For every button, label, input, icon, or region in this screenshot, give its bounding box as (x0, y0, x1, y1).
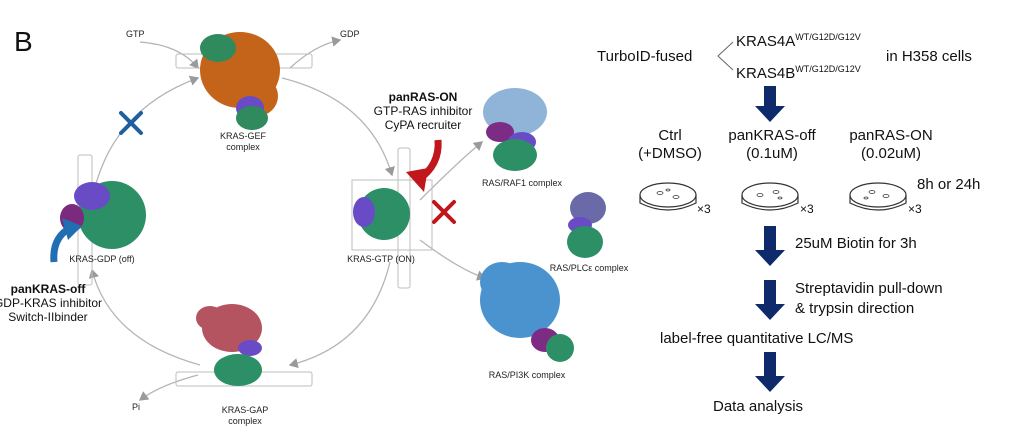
pankras-off-arrow-icon (50, 218, 82, 263)
condition-panras-on-line2: (0.02uM) (860, 145, 922, 162)
step-lcms: label-free quantitative LC/MS (660, 330, 854, 347)
cell-line-label: in H358 cells (886, 48, 972, 65)
ras-plce-structure (567, 192, 606, 258)
turboid-fused-label: TurboID-fused (597, 48, 693, 65)
kras4a-variants: WT/G12D/G12V (795, 32, 861, 42)
kras-gef-line1: KRAS-GEF (219, 131, 267, 141)
pi-label: Pi (132, 402, 141, 412)
ras-pi3k-structure (480, 262, 574, 362)
condition-pankras-off-line1: panKRAS-off (728, 127, 816, 144)
blocked-x-red-icon (432, 200, 456, 224)
ras-raf1-structure (483, 88, 547, 171)
kras-gef-label: KRAS-GEF complex (220, 131, 266, 153)
blocked-x-blue-icon (119, 111, 143, 135)
kras-gap-structure (196, 304, 262, 386)
kras-gap-line2: complex (228, 416, 262, 426)
kras-gtp-label: KRAS-GTP (ON) (347, 254, 415, 264)
workflow-arrow-4 (755, 352, 785, 392)
cycle-arrows (88, 36, 487, 401)
replicates-ctrl: ×3 (697, 202, 711, 216)
kras-gdp-structure (60, 181, 146, 249)
kras4b-name: KRAS4B (736, 65, 796, 82)
pankras-off-description: panKRAS-off GDP-KRAS inhibitor Switch-II… (0, 282, 102, 324)
step-pulldown-line1: Streptavidin pull-down (795, 280, 943, 297)
petri-dish-pankras-off (741, 182, 799, 211)
replicates-panras-on: ×3 (908, 202, 922, 216)
arrow-gtp-to-gap (288, 261, 391, 369)
condition-panras-on: panRAS-ON (0.02uM) (849, 127, 932, 163)
pankras-off-line1: GDP-KRAS inhibitor (0, 296, 103, 310)
arrow-to-raf1 (419, 141, 484, 201)
kras-gap-label: KRAS-GAP complex (222, 405, 269, 427)
condition-ctrl-line1: Ctrl (658, 127, 682, 144)
workflow-arrow-3 (755, 280, 785, 320)
gtp-label: GTP (126, 29, 145, 39)
panras-on-line1: GTP-RAS inhibitor (373, 104, 473, 118)
kras4b-label: KRAS4BWT/G12D/G12V (736, 64, 861, 82)
condition-pankras-off: panKRAS-off (0.1uM) (728, 127, 815, 163)
gdp-label: GDP (340, 29, 360, 39)
arrow-to-pi3k (419, 239, 487, 281)
petri-dish-panras-on (849, 182, 907, 211)
workflow-arrow-2 (755, 226, 785, 266)
isoform-bracket (717, 41, 734, 71)
arrow-pi-out (138, 374, 199, 401)
step-biotin: 25uM Biotin for 3h (795, 235, 917, 252)
panras-on-description: panRAS-ON GTP-RAS inhibitor CyPA recruit… (374, 90, 473, 132)
kras4b-variants: WT/G12D/G12V (795, 64, 861, 74)
workflow-arrows (755, 86, 785, 392)
arrow-gef-to-gtp (281, 77, 395, 177)
panras-on-name: panRAS-ON (388, 90, 458, 104)
pankras-off-line2: Switch-IIbinder (8, 310, 88, 324)
plce-complex-label: RAS/PLCε complex (549, 263, 629, 273)
pankras-off-name: panKRAS-off (10, 282, 86, 296)
kras4a-name: KRAS4A (736, 33, 796, 50)
kras-gef-structure (200, 32, 280, 130)
pi3k-complex-label: RAS/PI3K complex (488, 370, 566, 380)
treatment-time: 8h or 24h (917, 176, 981, 193)
petri-dish-ctrl (639, 182, 697, 211)
workflow-arrow-1 (755, 86, 785, 122)
kras-gap-line1: KRAS-GAP (221, 405, 269, 415)
arrow-gap-to-gdp (88, 268, 201, 366)
step-data-analysis: Data analysis (713, 398, 804, 415)
panras-on-arrow-icon (406, 139, 442, 192)
condition-panras-on-line1: panRAS-ON (849, 127, 933, 144)
panel-label: B (14, 26, 33, 57)
arrow-gdp-out (289, 36, 342, 69)
raf1-complex-label: RAS/RAF1 complex (481, 178, 563, 188)
condition-ctrl: Ctrl (+DMSO) (638, 127, 702, 163)
condition-ctrl-line2: (+DMSO) (638, 145, 702, 162)
replicates-pankras-off: ×3 (800, 202, 814, 216)
kras4a-label: KRAS4AWT/G12D/G12V (736, 32, 861, 50)
step-pulldown-line2: & trypsin direction (795, 300, 915, 317)
panras-on-line2: CyPA recruiter (384, 118, 462, 132)
kras-gtp-structure (353, 188, 410, 240)
arrow-gtp-in (139, 41, 199, 70)
kras-gef-line2: complex (226, 142, 260, 152)
kras-gdp-label: KRAS-GDP (off) (69, 254, 135, 264)
condition-pankras-off-line2: (0.1uM) (746, 145, 798, 162)
